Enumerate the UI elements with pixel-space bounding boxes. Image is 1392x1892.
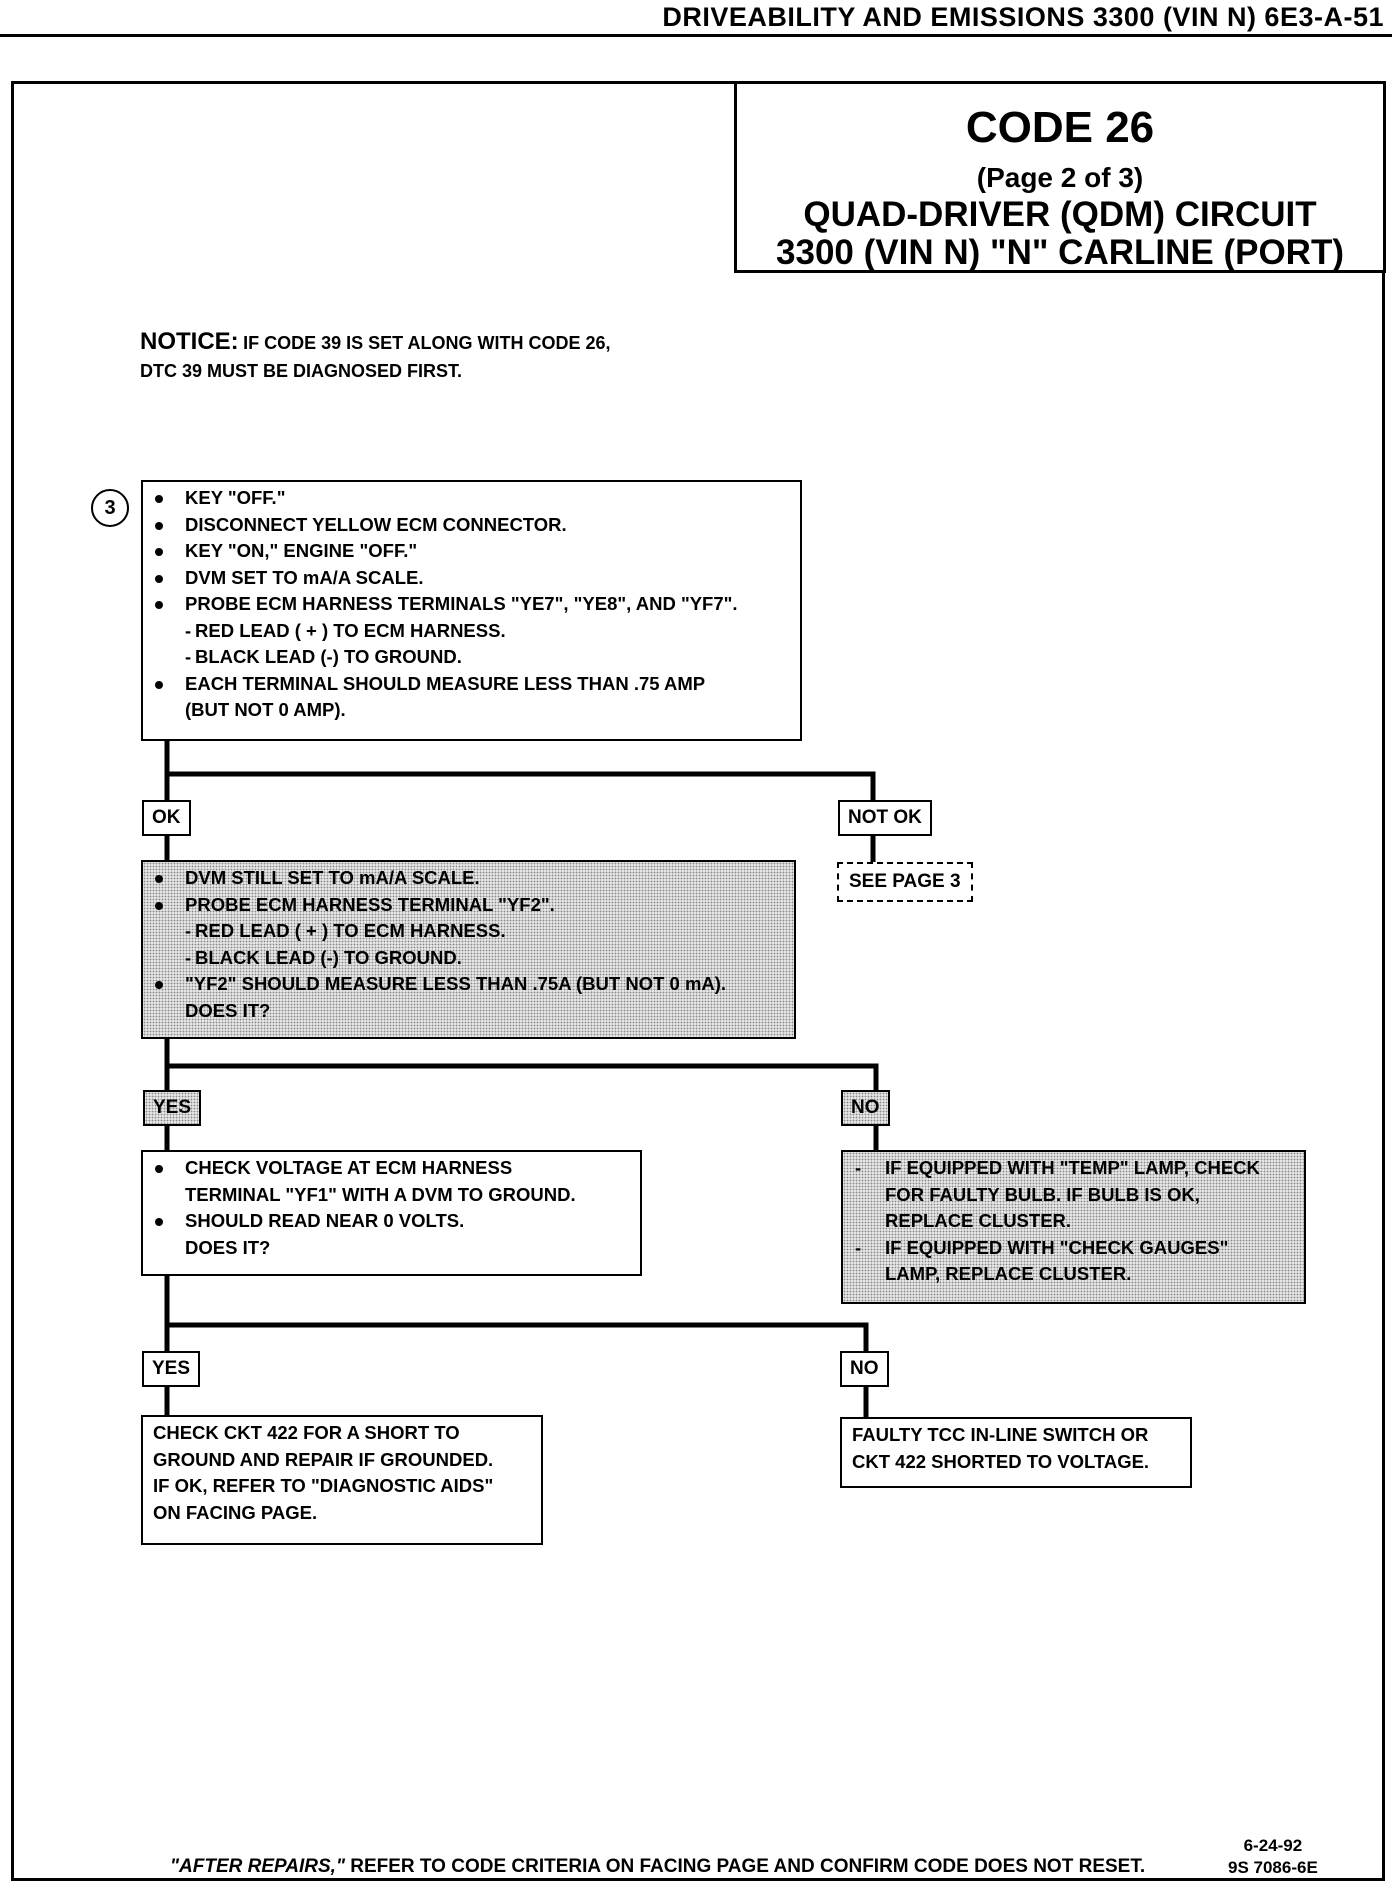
notice-label: NOTICE: [140, 328, 239, 355]
notice-line-2: DTC 39 MUST BE DIAGNOSED FIRST. [140, 361, 463, 381]
final-no-line: FAULTY TCC IN-LINE SWITCH OR [852, 1424, 1149, 1445]
step-item-continued: (BUT NOT 0 AMP). [185, 699, 346, 720]
final-yes-line: GROUND AND REPAIR IF GROUNDED. [153, 1448, 494, 1470]
footer-date: 6-24-92 [1243, 1836, 1303, 1855]
see-page-3-reference: SEE PAGE 3 [837, 862, 973, 902]
final-no-line: CKT 422 SHORTED TO VOLTAGE. [852, 1450, 1150, 1472]
no-box-item-continued: REPLACE CLUSTER. [885, 1210, 1072, 1231]
ok-box-item: "YF2" SHOULD MEASURE LESS THAN .75A (BUT… [151, 971, 786, 998]
ok-label: OK [142, 800, 191, 836]
ok-box-item: PROBE ECM HARNESS TERMINAL "YF2". [151, 892, 786, 919]
final-yes-label: YES [142, 1351, 201, 1387]
footer-note-text: REFER TO CODE CRITERIA ON FACING PAGE AN… [344, 1856, 1146, 1877]
ok-box-subitem: BLACK LEAD (-) TO GROUND. [151, 945, 786, 972]
yes-box-item: SHOULD READ NEAR 0 VOLTS. [151, 1208, 632, 1235]
code-title: CODE 26 [965, 103, 1155, 152]
step-item: DVM SET TO mA/A SCALE. [151, 565, 792, 592]
step-number-badge: 3 [91, 489, 129, 527]
step-item: PROBE ECM HARNESS TERMINALS "YE7", "YE8"… [151, 591, 792, 618]
final-yes-line: ON FACING PAGE. [153, 1501, 318, 1523]
ok-box-item: DVM STILL SET TO mA/A SCALE. [151, 865, 786, 892]
footer-note-emphasis: "AFTER REPAIRS," [170, 1856, 345, 1877]
no-box-item: IF EQUIPPED WITH "CHECK GAUGES" [851, 1235, 1296, 1262]
no-result-box: IF EQUIPPED WITH "TEMP" LAMP, CHECK FOR … [841, 1150, 1306, 1304]
notice-line-1: IF CODE 39 IS SET ALONG WITH CODE 26, [243, 333, 611, 353]
footer-reference: 6-24-92 9S 7086-6E [1228, 1835, 1318, 1879]
yes-box-item-continued: TERMINAL "YF1" WITH A DVM TO GROUND. [185, 1183, 576, 1205]
final-yes-box: CHECK CKT 422 FOR A SHORT TO GROUND AND … [141, 1415, 543, 1545]
page-frame [11, 81, 1385, 1881]
step-3-box: KEY "OFF." DISCONNECT YELLOW ECM CONNECT… [141, 480, 802, 741]
ok-box-subitem: RED LEAD ( + ) TO ECM HARNESS. [151, 918, 786, 945]
step-item: EACH TERMINAL SHOULD MEASURE LESS THAN .… [151, 671, 792, 698]
yes-label: YES [143, 1090, 202, 1126]
no-box-item-continued: FOR FAULTY BULB. IF BULB IS OK, [885, 1183, 1200, 1205]
ok-box-question: DOES IT? [185, 999, 271, 1021]
yes-result-box: CHECK VOLTAGE AT ECM HARNESS TERMINAL "Y… [141, 1150, 642, 1276]
step-subitem: BLACK LEAD (-) TO GROUND. [151, 644, 792, 671]
no-label: NO [841, 1090, 890, 1126]
notice: NOTICE: IF CODE 39 IS SET ALONG WITH COD… [140, 328, 611, 385]
yes-box-question: DOES IT? [185, 1236, 271, 1258]
no-box-item: IF EQUIPPED WITH "TEMP" LAMP, CHECK [851, 1155, 1296, 1182]
step-item: KEY "OFF." [151, 485, 792, 512]
final-no-box: FAULTY TCC IN-LINE SWITCH OR CKT 422 SHO… [840, 1417, 1192, 1488]
code-subtitle: 3300 (VIN N) "N" CARLINE (PORT) [776, 233, 1344, 272]
final-yes-line: IF OK, REFER TO "DIAGNOSTIC AIDS" [153, 1475, 494, 1496]
footer-note: "AFTER REPAIRS," REFER TO CODE CRITERIA … [170, 1856, 1145, 1878]
code-page: (Page 2 of 3) [976, 162, 1144, 193]
final-no-label: NO [840, 1351, 889, 1387]
footer-doc-id: 9S 7086-6E [1228, 1858, 1318, 1877]
ok-result-box: DVM STILL SET TO mA/A SCALE. PROBE ECM H… [141, 860, 796, 1039]
step-subitem: RED LEAD ( + ) TO ECM HARNESS. [151, 618, 792, 645]
header-rule [0, 34, 1392, 37]
step-item: DISCONNECT YELLOW ECM CONNECTOR. [151, 512, 792, 539]
step-item: KEY "ON," ENGINE "OFF." [151, 538, 792, 565]
no-box-item-continued: LAMP, REPLACE CLUSTER. [885, 1263, 1132, 1284]
final-yes-line: CHECK CKT 422 FOR A SHORT TO [153, 1422, 460, 1443]
title-block: CODE 26 (Page 2 of 3) QUAD-DRIVER (QDM) … [734, 81, 1386, 273]
yes-box-item: CHECK VOLTAGE AT ECM HARNESS [151, 1155, 632, 1182]
running-head: DRIVEABILITY AND EMISSIONS 3300 (VIN N) … [662, 2, 1384, 32]
code-name: QUAD-DRIVER (QDM) CIRCUIT [803, 195, 1317, 234]
not-ok-label: NOT OK [838, 800, 932, 836]
